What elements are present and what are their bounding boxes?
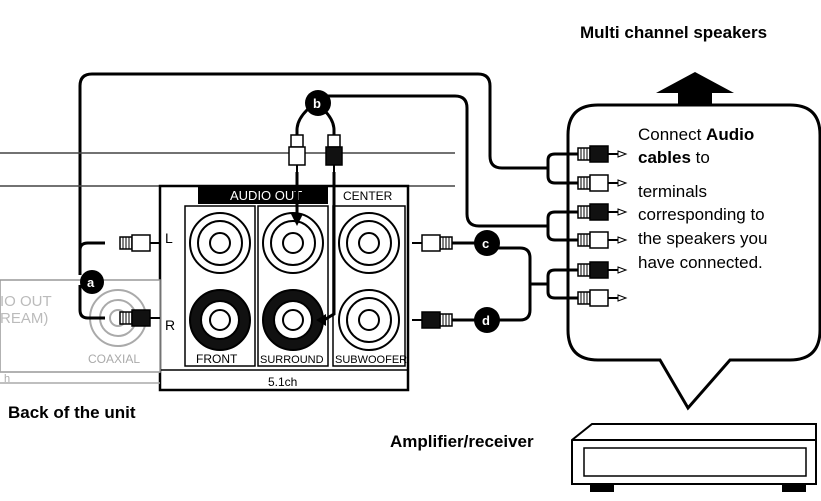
bubble-line5: the speakers you	[638, 229, 767, 248]
speech-bubble	[566, 103, 821, 411]
panel-footer: 5.1ch	[268, 375, 297, 389]
bubble-line2: cables to	[638, 148, 710, 167]
unit-outline	[0, 152, 455, 187]
bubble-line4: corresponding to	[638, 205, 765, 224]
bubble-line6: have connected.	[638, 253, 763, 272]
bubble-line3: terminals	[638, 182, 707, 201]
label-r: R	[165, 317, 175, 333]
label-l: L	[165, 230, 173, 246]
amplifier-icon	[571, 423, 817, 492]
audio-out-panel: AUDIO OUT CENTER 5.1ch L R FRONT SURROUN…	[158, 184, 410, 392]
badge-d: d	[474, 307, 500, 333]
left-cut-line2: REAM)	[0, 310, 48, 327]
long-cables	[78, 72, 548, 322]
label-amplifier: Amplifier/receiver	[390, 432, 534, 451]
bubble-plugs	[577, 145, 628, 307]
label-back-unit: Back of the unit	[8, 403, 136, 422]
svg-text:a: a	[87, 275, 95, 290]
col-subwoofer: SUBWOOFER	[335, 354, 407, 366]
col-surround: SURROUND	[260, 354, 324, 366]
col-front: FRONT	[196, 352, 238, 366]
panel-center-header: CENTER	[343, 189, 393, 203]
left-cut-bottom: h	[4, 373, 10, 385]
badge-b: b	[305, 90, 331, 116]
title-speakers: Multi channel speakers	[580, 23, 767, 42]
badge-c: c	[474, 230, 500, 256]
cable-a	[78, 241, 105, 320]
svg-text:b: b	[313, 96, 321, 111]
bubble-line1: Connect Audio	[638, 125, 754, 144]
cable-c-d	[411, 234, 478, 329]
coaxial-label: COAXIAL	[88, 352, 140, 366]
up-arrow-icon	[656, 72, 734, 105]
svg-text:c: c	[482, 236, 489, 251]
panel-header: AUDIO OUT	[230, 188, 302, 203]
badge-a: a	[80, 270, 104, 294]
left-cut-line1: IO OUT	[0, 293, 52, 310]
svg-text:d: d	[482, 313, 490, 328]
